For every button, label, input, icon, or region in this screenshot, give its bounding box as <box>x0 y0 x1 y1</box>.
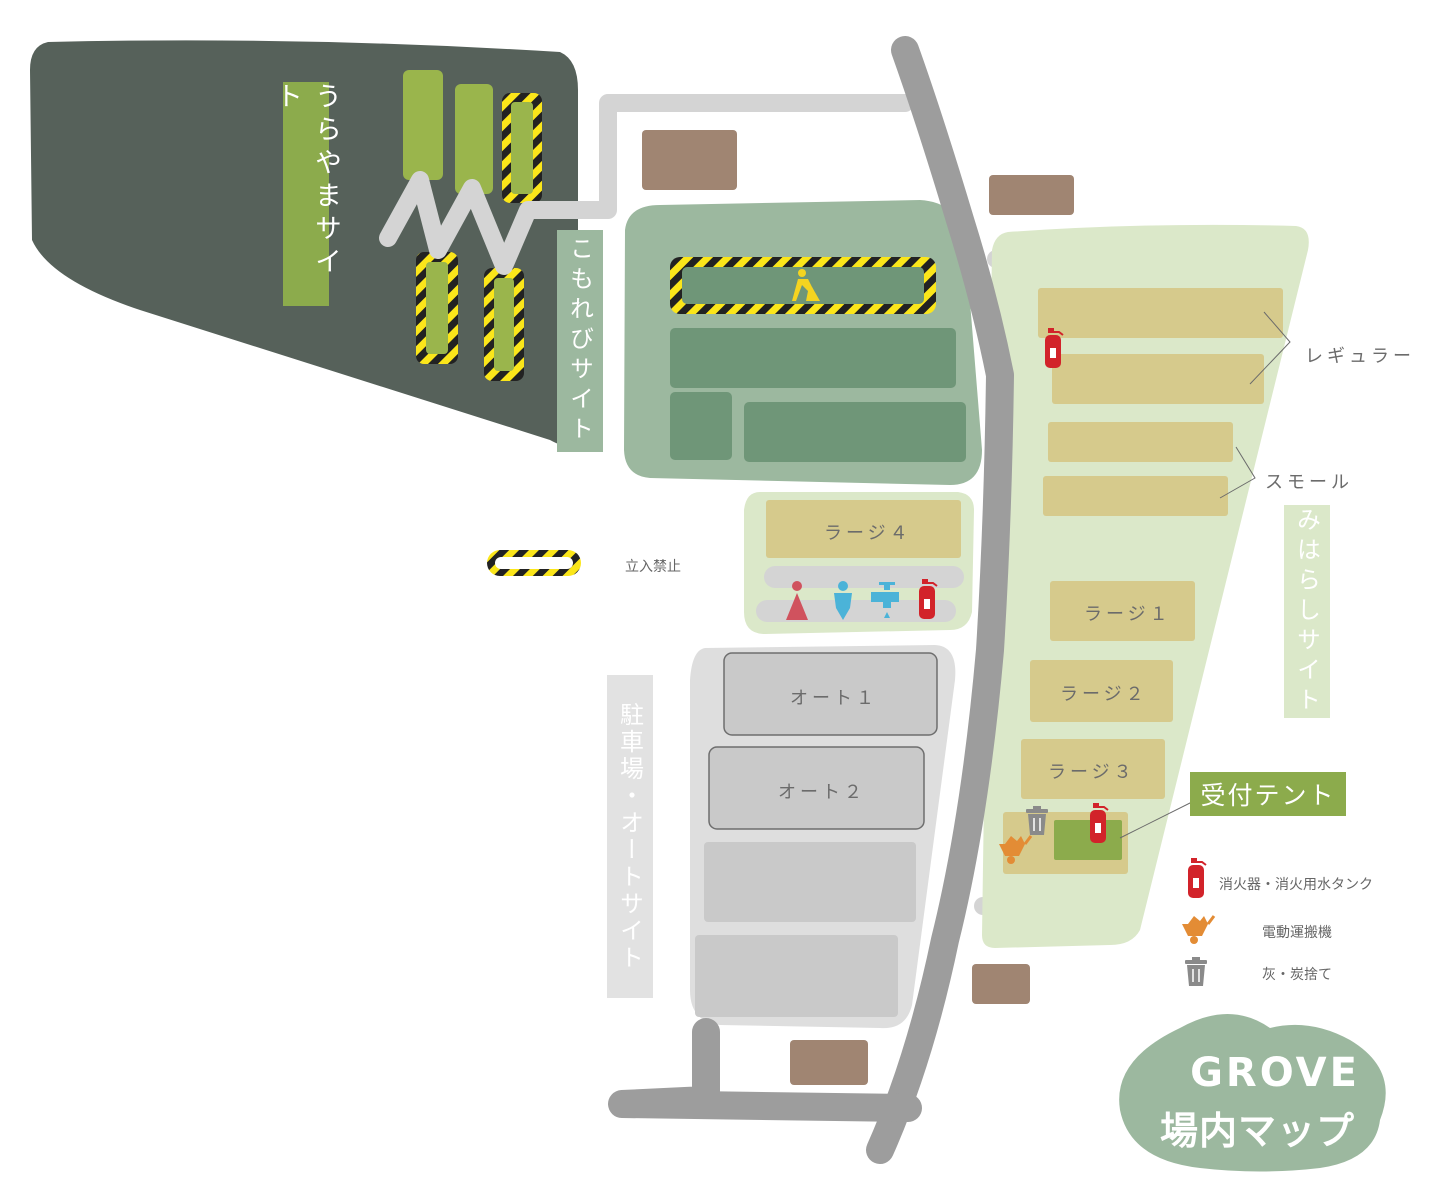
water-tap-icon <box>871 582 899 618</box>
auto-plot[interactable] <box>695 935 898 1017</box>
urayama-plot[interactable] <box>455 84 493 194</box>
toilet-women-icon <box>786 581 808 620</box>
plot-small[interactable] <box>1043 476 1228 516</box>
komorebi-plot[interactable] <box>744 402 966 462</box>
building <box>790 1040 868 1085</box>
komorebi-plot[interactable] <box>670 328 956 388</box>
auto-plot[interactable] <box>704 842 916 922</box>
label-large1: ラージ１ <box>1084 604 1172 625</box>
toilet-men-icon <box>834 581 852 620</box>
plot-auto1[interactable] <box>723 652 938 736</box>
plot-large4[interactable] <box>766 500 961 558</box>
building <box>972 964 1030 1004</box>
site-label-komorebi: こもれびサイト <box>557 230 603 452</box>
label-large4: ラージ４ <box>824 523 912 544</box>
label-auto2: オート２ <box>778 782 866 803</box>
plot-regular[interactable] <box>1052 354 1264 404</box>
label-large3: ラージ３ <box>1048 762 1136 783</box>
site-label-urayama-text: うらやまサイト <box>271 82 341 280</box>
label-small: スモール <box>1265 472 1353 493</box>
reception-tent[interactable] <box>1054 820 1122 860</box>
legend-extinguisher-label: 消火器・消火用水タンク <box>1219 877 1373 893</box>
legend-cart-icon <box>1180 914 1216 946</box>
site-label-komorebi-text: こもれびサイト <box>565 236 594 446</box>
building <box>642 130 737 190</box>
plot-auto2[interactable] <box>708 746 925 830</box>
construction-icon <box>792 269 820 301</box>
site-label-parking: 駐車場・オートサイト <box>607 675 653 998</box>
urayama-plot[interactable] <box>403 70 443 180</box>
logo-title: GROVE <box>1190 1050 1360 1096</box>
legend-trash-icon <box>1184 956 1208 987</box>
site-label-miharashi-text: みはらしサイト <box>1292 506 1321 717</box>
site-label-miharashi: みはらしサイト <box>1284 505 1330 718</box>
building <box>989 175 1074 215</box>
legend-no-entry-label: 立入禁止 <box>625 559 681 575</box>
plot-large3[interactable] <box>1021 739 1165 799</box>
parking-area <box>690 645 956 1029</box>
plot-large2[interactable] <box>1030 660 1173 722</box>
logo-subtitle: 場内マップ <box>1159 1109 1355 1153</box>
label-auto1: オート１ <box>790 688 878 709</box>
label-regular: レギュラー <box>1305 346 1415 367</box>
label-large2: ラージ２ <box>1060 684 1148 705</box>
legend-ash-label: 灰・炭捨て <box>1262 967 1332 983</box>
main-road <box>608 36 1014 1164</box>
site-label-parking-text: 駐車場・オートサイト <box>615 701 644 972</box>
legend-cart-label: 電動運搬機 <box>1262 925 1332 941</box>
plot-regular[interactable] <box>1038 288 1283 338</box>
site-label-urayama: うらやまサイト <box>271 82 341 306</box>
callout-lines <box>1119 311 1291 839</box>
reception-label-text: 受付テント <box>1200 781 1336 810</box>
komorebi-plot[interactable] <box>670 392 732 460</box>
logo-blob <box>1119 1014 1386 1172</box>
reception-label: 受付テント <box>1190 772 1346 816</box>
plot-large1[interactable] <box>1050 581 1195 641</box>
walk-strip <box>764 566 964 588</box>
plot-small[interactable] <box>1048 422 1233 462</box>
legend-fire-extinguisher-icon <box>1187 857 1207 899</box>
